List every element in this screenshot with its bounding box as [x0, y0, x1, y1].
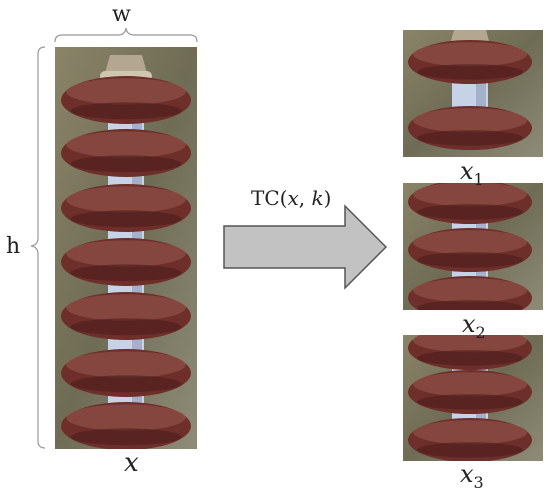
output-image-1	[403, 30, 543, 157]
width-brace	[54, 27, 198, 43]
output-label-2: x2	[462, 310, 486, 342]
transform-label: TC(x, k)	[251, 186, 332, 210]
output-image-3	[403, 335, 543, 461]
height-brace	[30, 46, 46, 449]
width-label: w	[112, 2, 131, 27]
height-label: h	[6, 234, 21, 259]
input-label: x	[124, 448, 139, 478]
output-label-3: x3	[460, 460, 484, 492]
input-image	[55, 47, 197, 449]
output-label-1: x1	[460, 157, 484, 189]
output-image-2	[403, 183, 543, 310]
transform-arrow	[223, 204, 388, 290]
